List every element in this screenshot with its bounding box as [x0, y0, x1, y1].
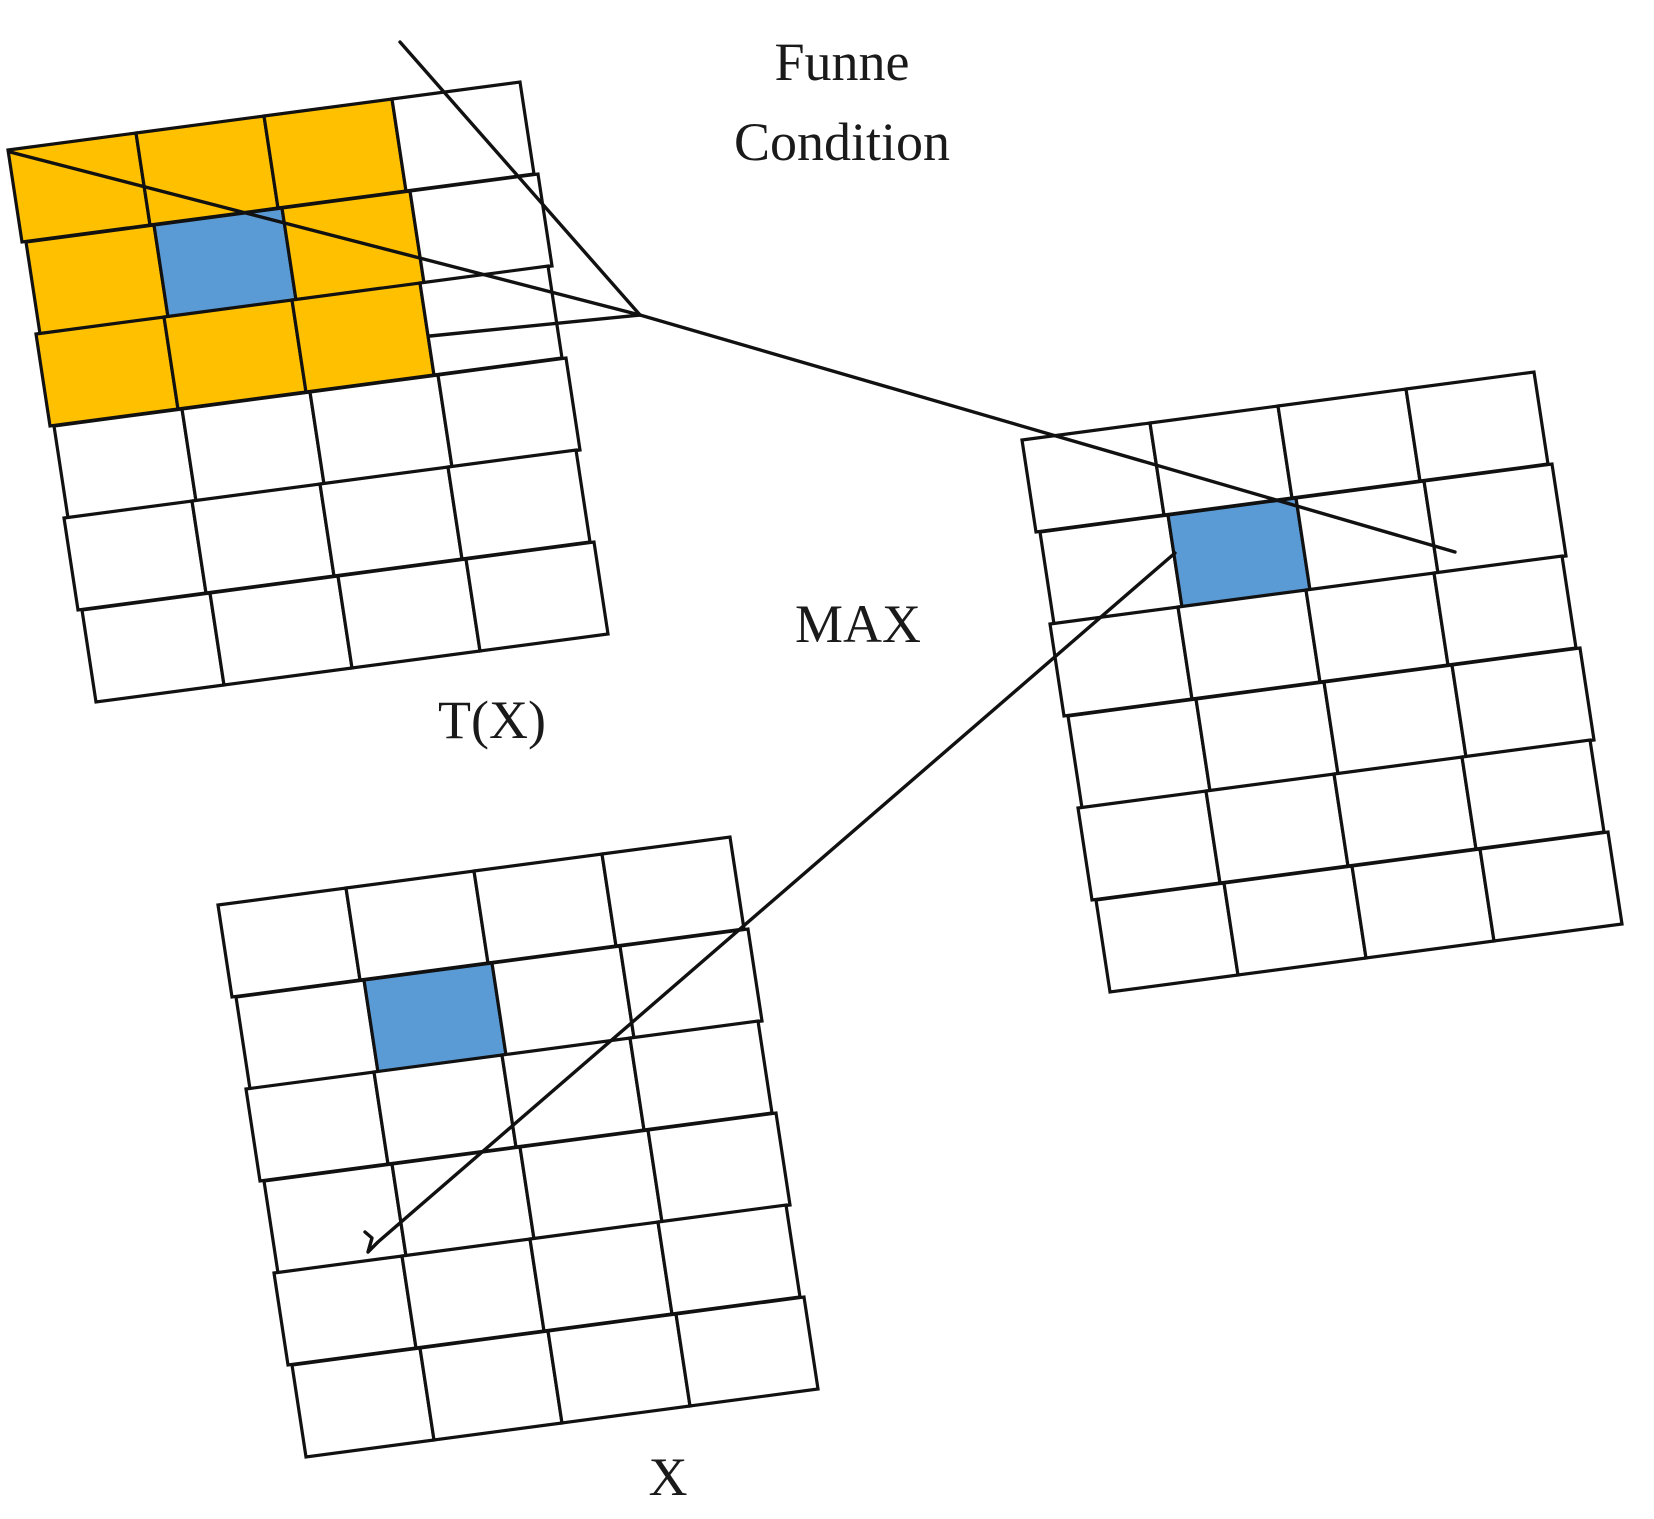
- grid-cell: [418, 264, 564, 377]
- grid-cell: [1194, 680, 1340, 793]
- max-label: MAX: [795, 594, 921, 654]
- grid-cell: [234, 978, 380, 1091]
- grid-cell: [344, 869, 490, 982]
- grid-cell: [1322, 663, 1468, 776]
- grid-cell: [446, 448, 592, 561]
- funnel-edge-lower: [428, 313, 642, 338]
- grid-cell: [646, 1111, 792, 1224]
- grid-cell: [600, 835, 746, 948]
- neighborhood-cell: [24, 223, 170, 336]
- funne-title-line1: Funne: [775, 32, 910, 92]
- funne-title-line2: Condition: [734, 112, 950, 172]
- grid-cell: [180, 390, 326, 503]
- grid-cell: [1294, 479, 1440, 592]
- neighborhood-cell: [34, 315, 180, 428]
- grid-cell: [618, 927, 764, 1040]
- grid-cell: [62, 499, 208, 612]
- highlighted-cell: [1166, 496, 1312, 609]
- grid-cell: [408, 172, 554, 285]
- grid-cell: [1432, 554, 1578, 667]
- neighborhood-cell: [6, 131, 152, 244]
- grid-cell: [190, 482, 336, 595]
- grid-cell: [1450, 646, 1596, 759]
- grid-cell: [628, 1019, 774, 1132]
- neighborhood-cell: [290, 281, 436, 394]
- grid-cell: [472, 852, 618, 965]
- grid-cell: [1020, 421, 1166, 534]
- grid-cell: [390, 1145, 536, 1258]
- connectors: [8, 40, 1457, 1254]
- grid-cell: [1422, 462, 1568, 575]
- grid-cell: [418, 1329, 564, 1442]
- grid-cell: [1204, 772, 1350, 885]
- grid-cell: [372, 1053, 518, 1166]
- grid-cell: [1332, 755, 1478, 868]
- x-label: X: [649, 1447, 688, 1507]
- grid-cell: [1404, 370, 1550, 483]
- grid-cell: [1066, 697, 1212, 810]
- tx-label: T(X): [438, 690, 546, 750]
- grid-cell: [244, 1070, 390, 1183]
- neighborhood-cell: [134, 114, 280, 227]
- funnel-edge-upper: [398, 40, 642, 317]
- grid-cell: [216, 886, 362, 999]
- neighborhood-cell: [280, 189, 426, 302]
- neighborhood-cell: [262, 97, 408, 210]
- highlighted-cell: [152, 206, 298, 319]
- tx-grid: [6, 80, 610, 704]
- grid-cell: [390, 80, 536, 193]
- grid-cell: [208, 574, 354, 687]
- grid-cell: [1350, 847, 1496, 960]
- grid-cell: [1460, 738, 1606, 851]
- mapping-connector: [363, 551, 1177, 1254]
- grid-cell: [1222, 864, 1368, 977]
- grid-cell: [546, 1312, 692, 1425]
- max-grid: [1020, 370, 1624, 994]
- grid-cell: [1076, 789, 1222, 902]
- x-grid: [216, 835, 820, 1459]
- grid-cell: [272, 1254, 418, 1367]
- grid-cell: [500, 1036, 646, 1149]
- grid-cell: [1304, 571, 1450, 684]
- grid-cell: [52, 407, 198, 520]
- grid-cell: [464, 540, 610, 653]
- grid-cell: [290, 1346, 436, 1459]
- grid-cell: [262, 1162, 408, 1275]
- grid-cell: [656, 1203, 802, 1316]
- grid-cell: [318, 465, 464, 578]
- grid-cell: [1176, 588, 1322, 701]
- grid-cell: [528, 1220, 674, 1333]
- grid-cell: [1478, 830, 1624, 943]
- grid-cell: [1048, 605, 1194, 718]
- grid-cell: [336, 557, 482, 670]
- grid-cell: [80, 591, 226, 704]
- grid-cell: [1094, 881, 1240, 994]
- grid-cell: [400, 1237, 546, 1350]
- grid-cell: [1276, 387, 1422, 500]
- highlighted-cell: [362, 961, 508, 1074]
- grid-cell: [436, 356, 582, 469]
- grid-cell: [308, 373, 454, 486]
- grid-cell: [518, 1128, 664, 1241]
- grid-cell: [674, 1295, 820, 1408]
- neighborhood-cell: [162, 298, 308, 411]
